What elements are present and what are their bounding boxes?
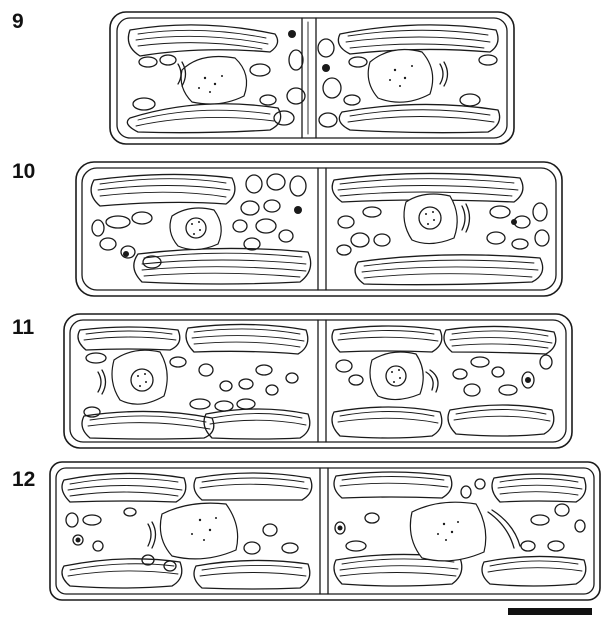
- panel-9-outer-wall: [110, 12, 514, 144]
- panel-12-nucleus: [410, 502, 485, 561]
- panel-10-drawing: [76, 162, 562, 296]
- panel-10-nucleus: [170, 208, 221, 250]
- panel-label-12: 12: [12, 468, 35, 491]
- panel-9-nucleus: [181, 57, 246, 105]
- panel-11-nucleus: [112, 350, 167, 404]
- scale-bar: [508, 608, 592, 615]
- panel-9-nucleus: [368, 50, 432, 103]
- panel-11-drawing: [64, 314, 572, 448]
- panel-9-drawing: [110, 12, 514, 144]
- panel-11-nucleus: [370, 352, 423, 400]
- panel-12-drawing: [50, 462, 600, 600]
- panel-label-10: 10: [12, 160, 35, 183]
- panel-10-nucleus: [404, 194, 457, 244]
- panel-12-nucleus: [160, 503, 237, 559]
- panel-label-11: 11: [12, 316, 35, 339]
- panel-label-9: 9: [12, 10, 24, 33]
- panel-12-outer-wall: [50, 462, 600, 600]
